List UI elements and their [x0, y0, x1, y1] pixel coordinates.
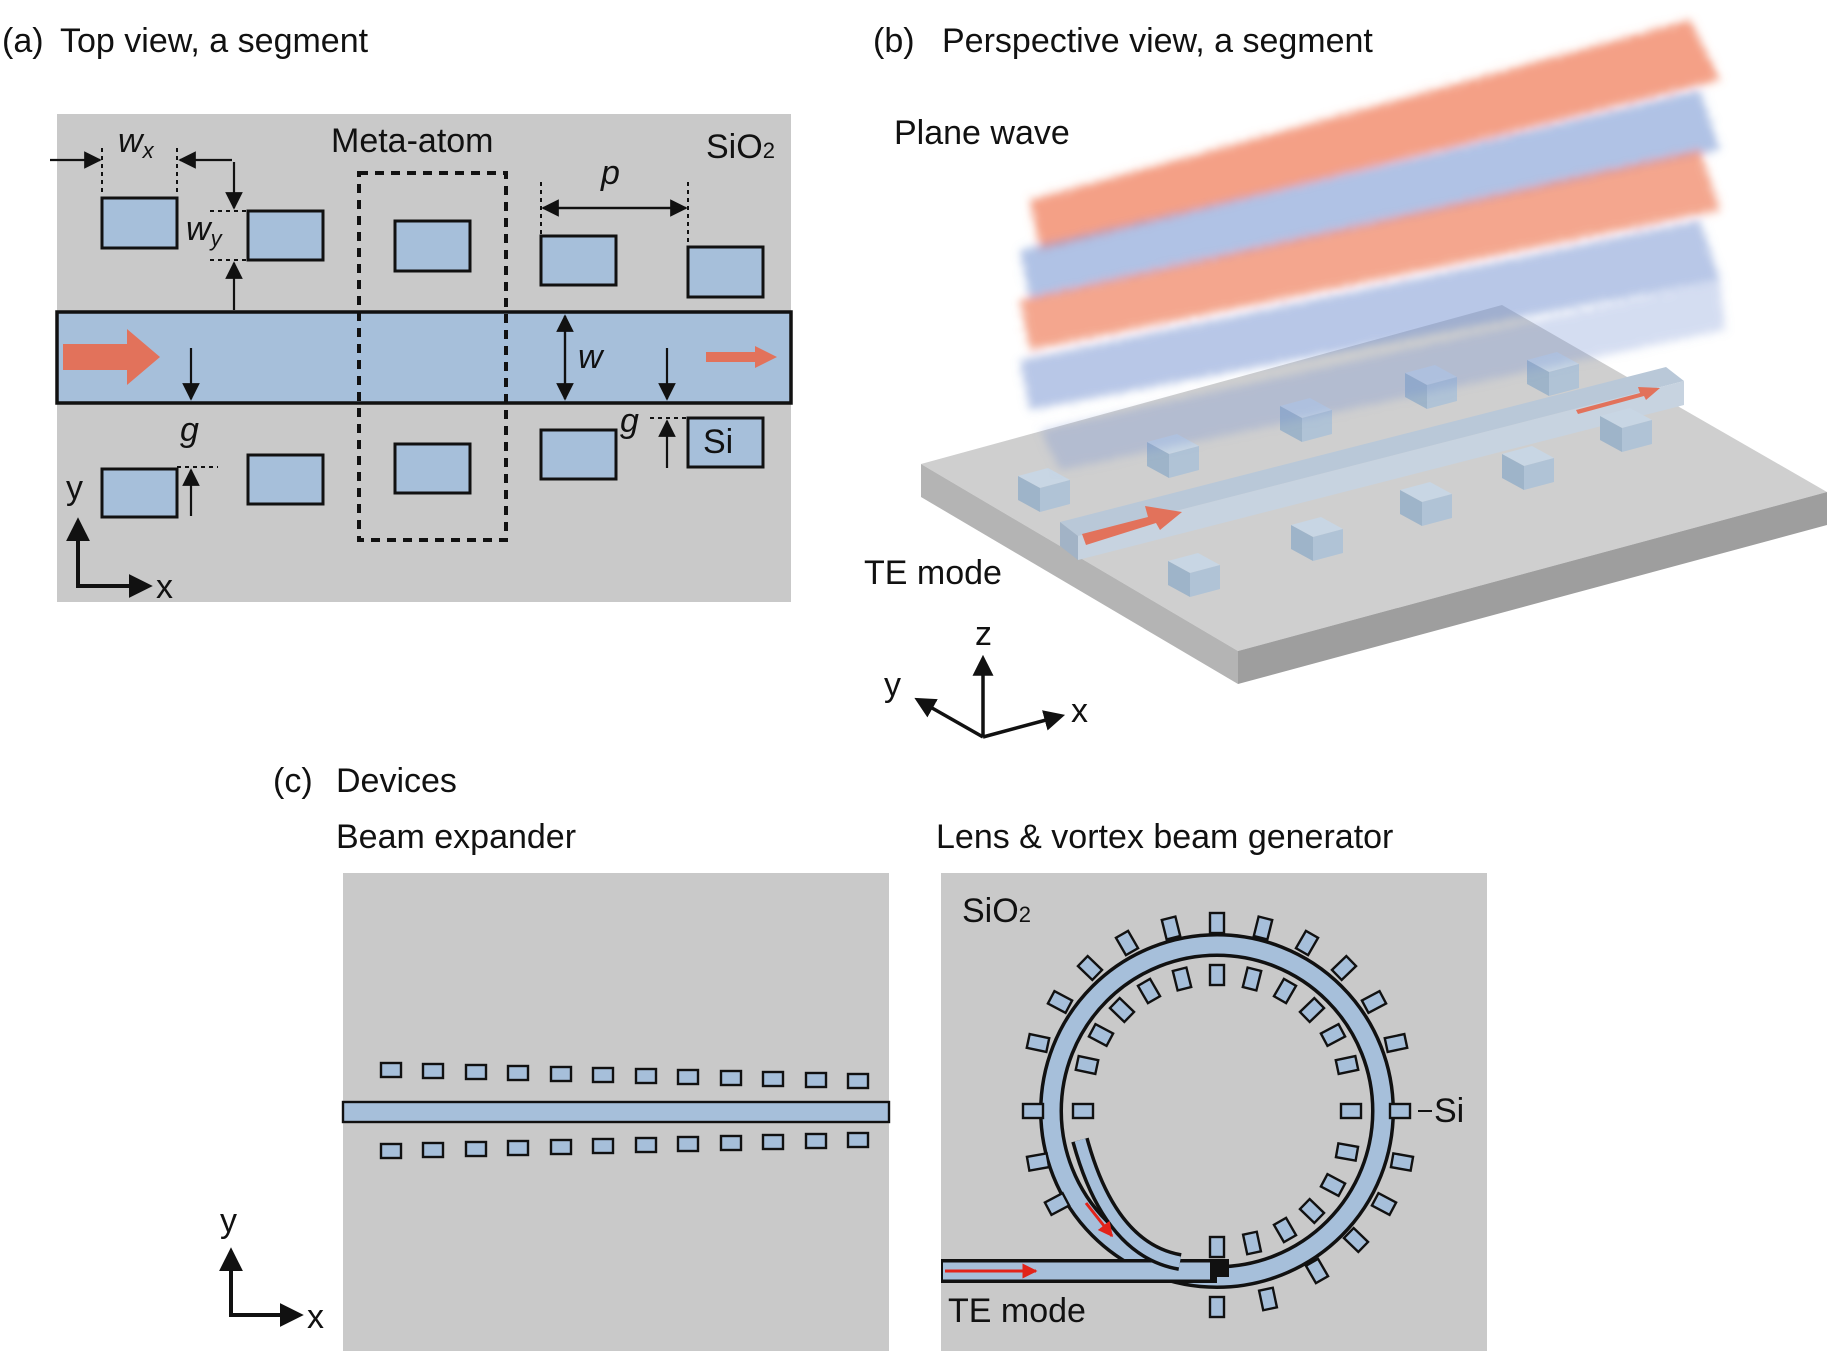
sio2-label-a: SiO2 [706, 128, 775, 166]
panel-a: (a) Top view, a segment Meta-atom SiO2 S… [2, 22, 793, 606]
panel-a-tag: (a) [2, 22, 44, 60]
axis-x-label-b: x [1071, 692, 1088, 730]
meta-atom-3d [1400, 482, 1452, 526]
meta-atom-bottom-5 [686, 416, 765, 469]
axis-y-label-a: y [66, 469, 83, 507]
ring-flow-arrow-icon [1084, 1202, 1114, 1238]
axis-x-label-c: x [307, 1298, 324, 1336]
panel-a-title: Top view, a segment [60, 22, 369, 60]
beam-expander-atoms-bottom [379, 1131, 870, 1160]
panel-c-title: Devices [336, 762, 457, 800]
si-label-c: Si [1434, 1092, 1464, 1130]
w-label: w [578, 338, 605, 376]
wx-label: wx [118, 122, 155, 163]
sio2-label-c: SiO2 [962, 892, 1031, 930]
meta-atom-bottom-2 [246, 453, 325, 506]
axis-y-arrow-b [914, 697, 984, 739]
meta-atom-top-4 [539, 234, 618, 287]
panel-b-tag: (b) [873, 22, 915, 60]
waveguide-side-3d [1060, 522, 1078, 560]
beam-expander-label: Beam expander [336, 818, 576, 856]
meta-atom-3d [1502, 446, 1554, 490]
meta-atoms-3d [1018, 352, 1652, 597]
meta-atom-top-5 [686, 245, 765, 299]
slab-front-left [921, 464, 1238, 684]
wy-label: wy [186, 210, 224, 251]
meta-atom-3d [1018, 468, 1070, 512]
beam-expander-waveguide [341, 1100, 891, 1124]
lens-vortex-label: Lens & vortex beam generator [936, 818, 1393, 856]
ring-atoms-outer [1021, 911, 1415, 1319]
ring-atoms-inner [1071, 963, 1363, 1259]
axis-x-arrow-b [982, 710, 1066, 739]
meta-atom-bottom-4 [539, 428, 618, 481]
plane-wave-label: Plane wave [894, 114, 1070, 152]
meta-atom-label: Meta-atom [331, 122, 494, 160]
te-mode-label-c: TE mode [948, 1292, 1086, 1330]
waveguide-front-3d [1078, 381, 1684, 560]
axis-y-label-c: y [220, 1202, 237, 1240]
meta-atom-top-1 [100, 196, 179, 250]
meta-atom-bottom-1 [100, 467, 179, 519]
waveguide-top-3d [1060, 367, 1684, 536]
meta-atom-top-2 [246, 209, 325, 262]
slab-front-right [1238, 492, 1827, 684]
g-label-right: g [620, 402, 639, 440]
te-mode-label-b: TE mode [864, 554, 1002, 592]
meta-atom-3d [1168, 553, 1220, 597]
beam-expander-atoms-top [379, 1061, 870, 1090]
axis-z-label-b: z [975, 615, 992, 653]
bus-waveguide [55, 310, 793, 405]
panel-b: (b) Perspective view, a segment Plane wa… [864, 20, 1827, 739]
te-input-arrow-icon [1082, 506, 1182, 545]
panel-b-title: Perspective view, a segment [942, 22, 1373, 60]
meta-atom-bottom-3 [393, 442, 472, 495]
p-label: p [600, 154, 620, 192]
axis-y-label-b: y [884, 666, 901, 704]
te-output-arrow-icon [1576, 387, 1660, 414]
meta-atom-3d [1291, 517, 1343, 561]
meta-atom-top-3 [393, 219, 472, 273]
panel-c-tag: (c) [273, 762, 313, 800]
coupler-waveguide [1074, 1138, 1182, 1268]
plane-wave-field [1020, 20, 1725, 470]
axis-x-label-a: x [156, 568, 173, 606]
input-arrow-icon [63, 329, 160, 385]
meta-atom-3d [1600, 408, 1652, 452]
g-label-left: g [180, 411, 199, 449]
output-arrow-icon [706, 346, 777, 368]
panel-c: (c) Devices Beam expander Lens & vortex … [219, 762, 1487, 1351]
si-label-a: Si [703, 423, 733, 461]
